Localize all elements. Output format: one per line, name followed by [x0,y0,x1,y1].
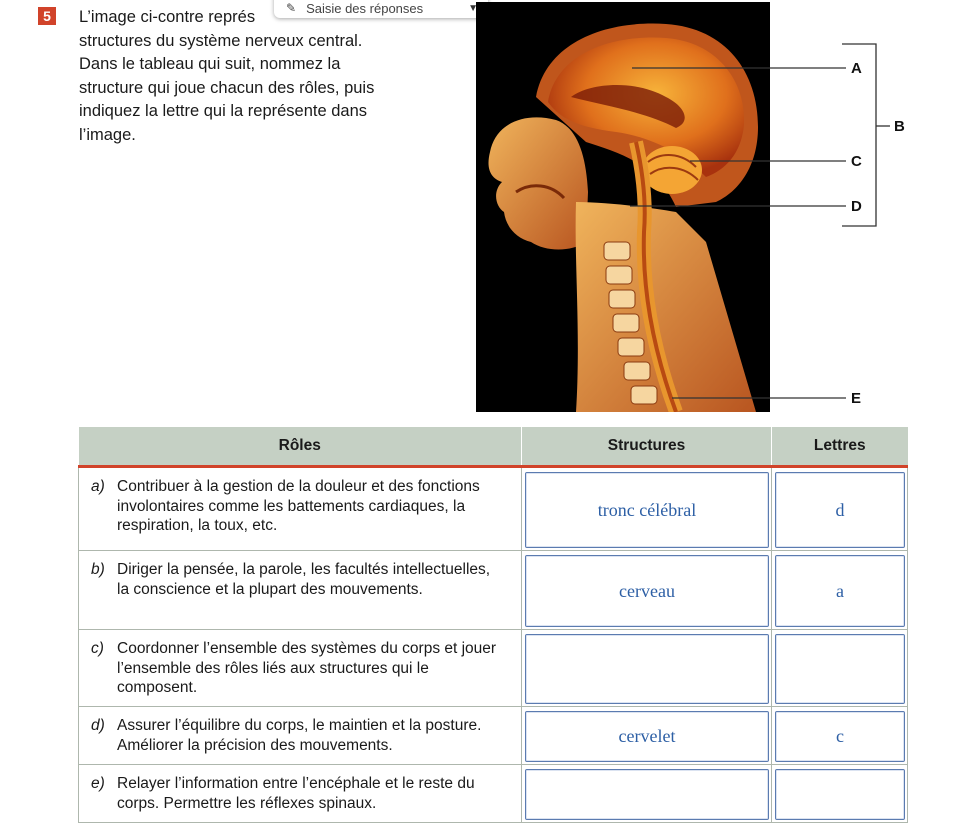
label-d: D [851,198,862,215]
label-b: B [894,118,905,135]
letter-input[interactable] [775,769,905,820]
structure-input[interactable]: cervelet [525,711,769,762]
role-cell: d) Assurer l’équilibre du corps, le maint… [78,706,522,765]
question-instructions: L’image ci-contre représ structures du s… [79,6,419,148]
header-structures: Structures [521,427,772,468]
mri-illustration [476,2,770,412]
structure-input[interactable] [525,769,769,820]
table-row: e) Relayer l’information entre l’encéphal… [78,764,908,823]
header-letters: Lettres [771,427,908,468]
answer-entry-label: Saisie des réponses [306,0,424,16]
label-e: E [851,390,861,407]
structure-input[interactable]: cerveau [525,555,769,627]
question-number: 5 [38,7,56,25]
table-row: b) Diriger la pensée, la parole, les facu… [78,550,908,630]
instruction-line: structure qui joue chacun des rôles, pui… [79,78,375,97]
label-c: C [851,153,862,170]
role-letter: c) [91,640,104,657]
role-text: Relayer l’information entre l’encéphale … [117,775,475,812]
letter-input[interactable] [775,634,905,704]
roles-table: Rôles Structures Lettres a) Contribuer à … [78,427,908,823]
instruction-line: structures du système nerveux central. [79,31,363,50]
table-row: c) Coordonner l’ensemble des systèmes du … [78,629,908,707]
role-cell: b) Diriger la pensée, la parole, les facu… [78,550,522,630]
role-text: Diriger la pensée, la parole, les facult… [117,561,491,598]
answer-entry-dropdown[interactable]: ✎ Saisie des réponses ▼ [274,0,488,18]
letter-input[interactable]: c [775,711,905,762]
letter-input[interactable]: a [775,555,905,627]
instruction-line: L’image ci-contre représ [79,8,256,26]
role-cell: a) Contribuer à la gestion de la douleur … [78,466,522,551]
mri-head-image [476,2,770,412]
instruction-line: indiquez la lettre qui la représente dan… [79,102,368,121]
pencil-icon: ✎ [286,1,297,15]
role-cell: e) Relayer l’information entre l’encéphal… [78,764,522,823]
role-text: Coordonner l’ensemble des systèmes du co… [117,640,497,697]
instruction-line: Dans le tableau qui suit, nommez la [79,55,341,74]
letter-input[interactable]: d [775,472,905,548]
role-cell: c) Coordonner l’ensemble des systèmes du … [78,629,522,707]
role-letter: e) [91,775,105,792]
table-row: d) Assurer l’équilibre du corps, le maint… [78,706,908,765]
role-letter: d) [91,717,105,734]
structure-input[interactable] [525,634,769,704]
role-letter: b) [91,561,105,578]
table-row: a) Contribuer à la gestion de la douleur … [78,466,908,551]
instruction-line: l’image. [79,125,136,144]
structure-input[interactable]: tronc célébral [525,472,769,548]
role-text: Assurer l’équilibre du corps, le maintie… [117,717,482,754]
label-a: A [851,60,862,77]
role-text: Contribuer à la gestion de la douleur et… [117,478,480,535]
chevron-down-icon: ▼ [468,2,478,14]
role-letter: a) [91,478,105,495]
header-roles: Rôles [78,427,522,468]
